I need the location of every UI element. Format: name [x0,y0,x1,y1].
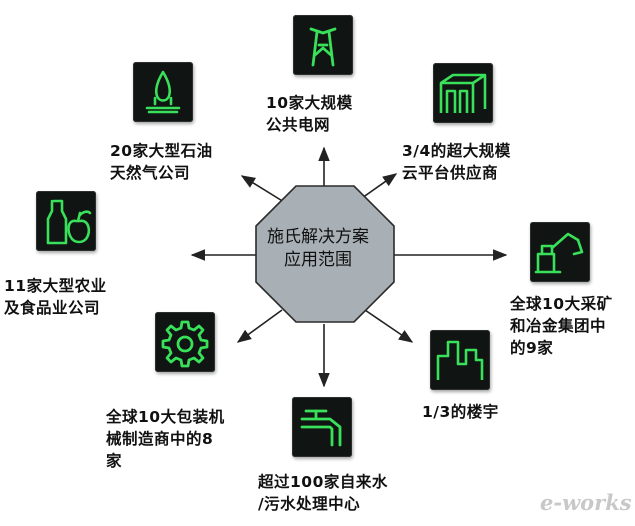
label-mining: 全球10大采矿 和冶金集团中 的9家 [510,295,613,357]
power-tower-icon [293,15,353,75]
data-center-building-icon [433,63,493,123]
arrow-to-cloud-platform [361,173,398,199]
bottle-and-fruit-icon [36,191,96,251]
arrow-to-buildings [361,307,414,343]
excavator-icon [530,222,590,282]
label-power-grid: 10家大规模 公共电网 [266,94,353,134]
label-buildings: 1/3的楼宇 [422,403,499,421]
city-buildings-icon [430,330,490,390]
arrow-to-packaging [236,309,283,343]
center-octagon [255,185,395,323]
water-faucet-icon [292,397,352,457]
label-water: 超过100家自来水 /污水处理中心 [258,473,388,513]
watermark-logo: e-works [540,490,632,515]
label-oil-gas: 20家大型石油 天然气公司 [110,142,213,182]
label-agriculture-food: 11家大型农业 及食品业公司 [4,277,107,317]
label-packaging: 全球10大包装机 械制造商中的8 家 [106,408,225,470]
center-label: 施氏解决方案 应用范围 [267,227,369,270]
gear-icon [155,312,215,372]
arrow-to-oil-gas [240,175,285,203]
label-cloud-platform: 3/4的超大规模 云平台供应商 [402,142,511,182]
gas-flame-icon [133,62,193,122]
